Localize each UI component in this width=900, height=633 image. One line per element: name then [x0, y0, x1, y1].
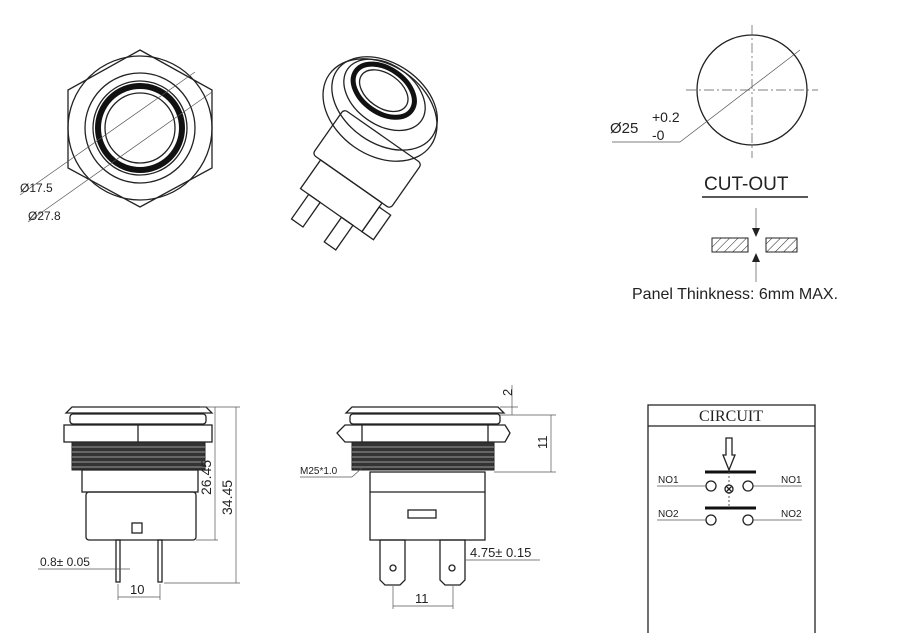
pin-pitch-label: 10 [130, 582, 144, 597]
panel-thickness-note: Panel Thinkness: 6mm MAX. [632, 286, 838, 303]
cutout-title: CUT-OUT [704, 174, 789, 195]
tab-pitch-label: 11 [415, 591, 429, 606]
side-view-pins: 26.45 34.45 0.8± 0.05 10 [38, 406, 240, 600]
cutout-view: Ø25 +0.2 -0 CUT-OUT Panel Thinkness: 6mm… [610, 25, 838, 303]
cutout-tol-minus: -0 [652, 127, 665, 143]
dia-outer-label: Ø27.8 [28, 209, 61, 223]
thread-spec-label: M25*1.0 [300, 466, 338, 477]
no2-right-label: NO2 [781, 509, 802, 520]
circuit-title: CIRCUIT [699, 408, 763, 425]
height-total-label: 34.45 [219, 480, 235, 515]
dia-inner-label: Ø17.5 [20, 181, 53, 195]
pin-width-label: 0.8± 0.05 [40, 555, 90, 569]
front-view: Ø17.5 Ø27.8 [19, 49, 213, 223]
cap-height-label: 2 [500, 389, 515, 396]
circuit-diagram: CIRCUIT NO1 NO1 NO2 NO2 [647, 404, 816, 633]
no1-right-label: NO1 [781, 475, 802, 486]
no1-left-label: NO1 [658, 475, 679, 486]
height-body-label: 26.45 [198, 460, 214, 495]
no2-left-label: NO2 [658, 509, 679, 520]
isometric-view [290, 56, 438, 251]
tab-width-label: 4.75± 0.15 [470, 545, 531, 560]
cutout-tol-plus: +0.2 [652, 109, 680, 125]
cutout-diameter: Ø25 [610, 120, 638, 137]
side-view-tabs: 2 11 M25*1.0 4.75± 0.15 11 [300, 385, 556, 609]
thread-length-label: 11 [535, 436, 550, 450]
